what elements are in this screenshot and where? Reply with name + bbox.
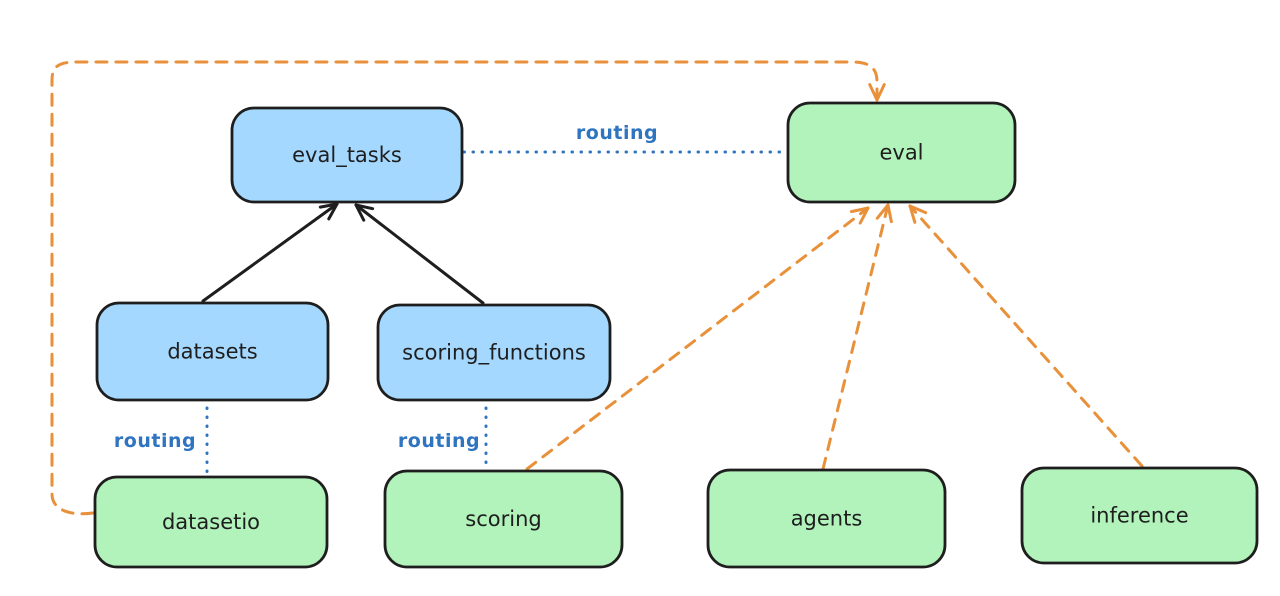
edge-agents-eval [821, 203, 893, 471]
node-scoring-box [383, 469, 624, 569]
arrowhead [849, 206, 870, 214]
arrowhead [886, 203, 893, 224]
edge-datasetio-eval [50, 60, 886, 516]
edge-eval_tasks-eval: routing [462, 122, 788, 154]
edge-scoring_functions-scoring-label: routing [398, 430, 480, 452]
node-eval_tasks-box [230, 106, 464, 204]
arrowhead [868, 83, 879, 102]
node-agents-box [706, 468, 947, 569]
arrowhead [318, 202, 339, 209]
arrowhead [327, 202, 339, 221]
edge-scoring_functions-eval_tasks [354, 203, 485, 305]
arrowhead [875, 203, 890, 220]
node-scoring_functions-box [376, 303, 612, 402]
node-inference-box [1020, 466, 1259, 565]
node-datasetio-box [93, 475, 329, 569]
arrowhead [354, 203, 375, 211]
node-scoring_functions-label: scoring_functions [402, 341, 586, 366]
arrowhead [908, 204, 928, 215]
edge-datasets-eval_tasks [201, 202, 339, 303]
edge-scoring_functions-scoring: routing [398, 397, 488, 470]
edge-inference-eval [908, 204, 1144, 468]
node-datasets-box [95, 301, 330, 402]
edge-datasets-datasetio-label: routing [114, 430, 196, 452]
node-agents-label: agents [791, 507, 863, 531]
edge-eval_tasks-eval-label: routing [576, 122, 658, 144]
node-eval_tasks: eval_tasks [230, 106, 464, 204]
node-datasets: datasets [95, 301, 330, 402]
edge-scoring-eval-line [525, 206, 870, 471]
arrowhead [875, 83, 886, 102]
edge-inference-eval-line [908, 204, 1144, 468]
node-inference: inference [1020, 466, 1259, 565]
arrowhead [908, 204, 917, 224]
node-agents: agents [706, 468, 947, 569]
node-scoring: scoring [383, 469, 624, 569]
edge-scoring_functions-eval_tasks-line [354, 203, 485, 305]
arrowhead [354, 203, 366, 222]
edge-datasets-eval_tasks-line [201, 202, 339, 303]
node-inference-label: inference [1090, 504, 1188, 528]
arrowhead [858, 206, 870, 225]
node-scoring_functions: scoring_functions [376, 303, 612, 402]
node-eval_tasks-label: eval_tasks [292, 143, 402, 168]
edge-agents-eval-line [821, 203, 890, 471]
edge-scoring-eval [525, 206, 870, 471]
node-datasetio: datasetio [93, 475, 329, 569]
node-datasetio-label: datasetio [162, 510, 260, 534]
node-eval: eval [786, 101, 1017, 204]
edge-datasetio-eval-line [50, 60, 879, 516]
node-eval-label: eval [879, 141, 923, 165]
node-eval-box [786, 101, 1017, 204]
node-scoring-label: scoring [465, 507, 541, 531]
node-datasets-label: datasets [167, 340, 257, 364]
edge-datasets-datasetio: routing [114, 397, 209, 477]
